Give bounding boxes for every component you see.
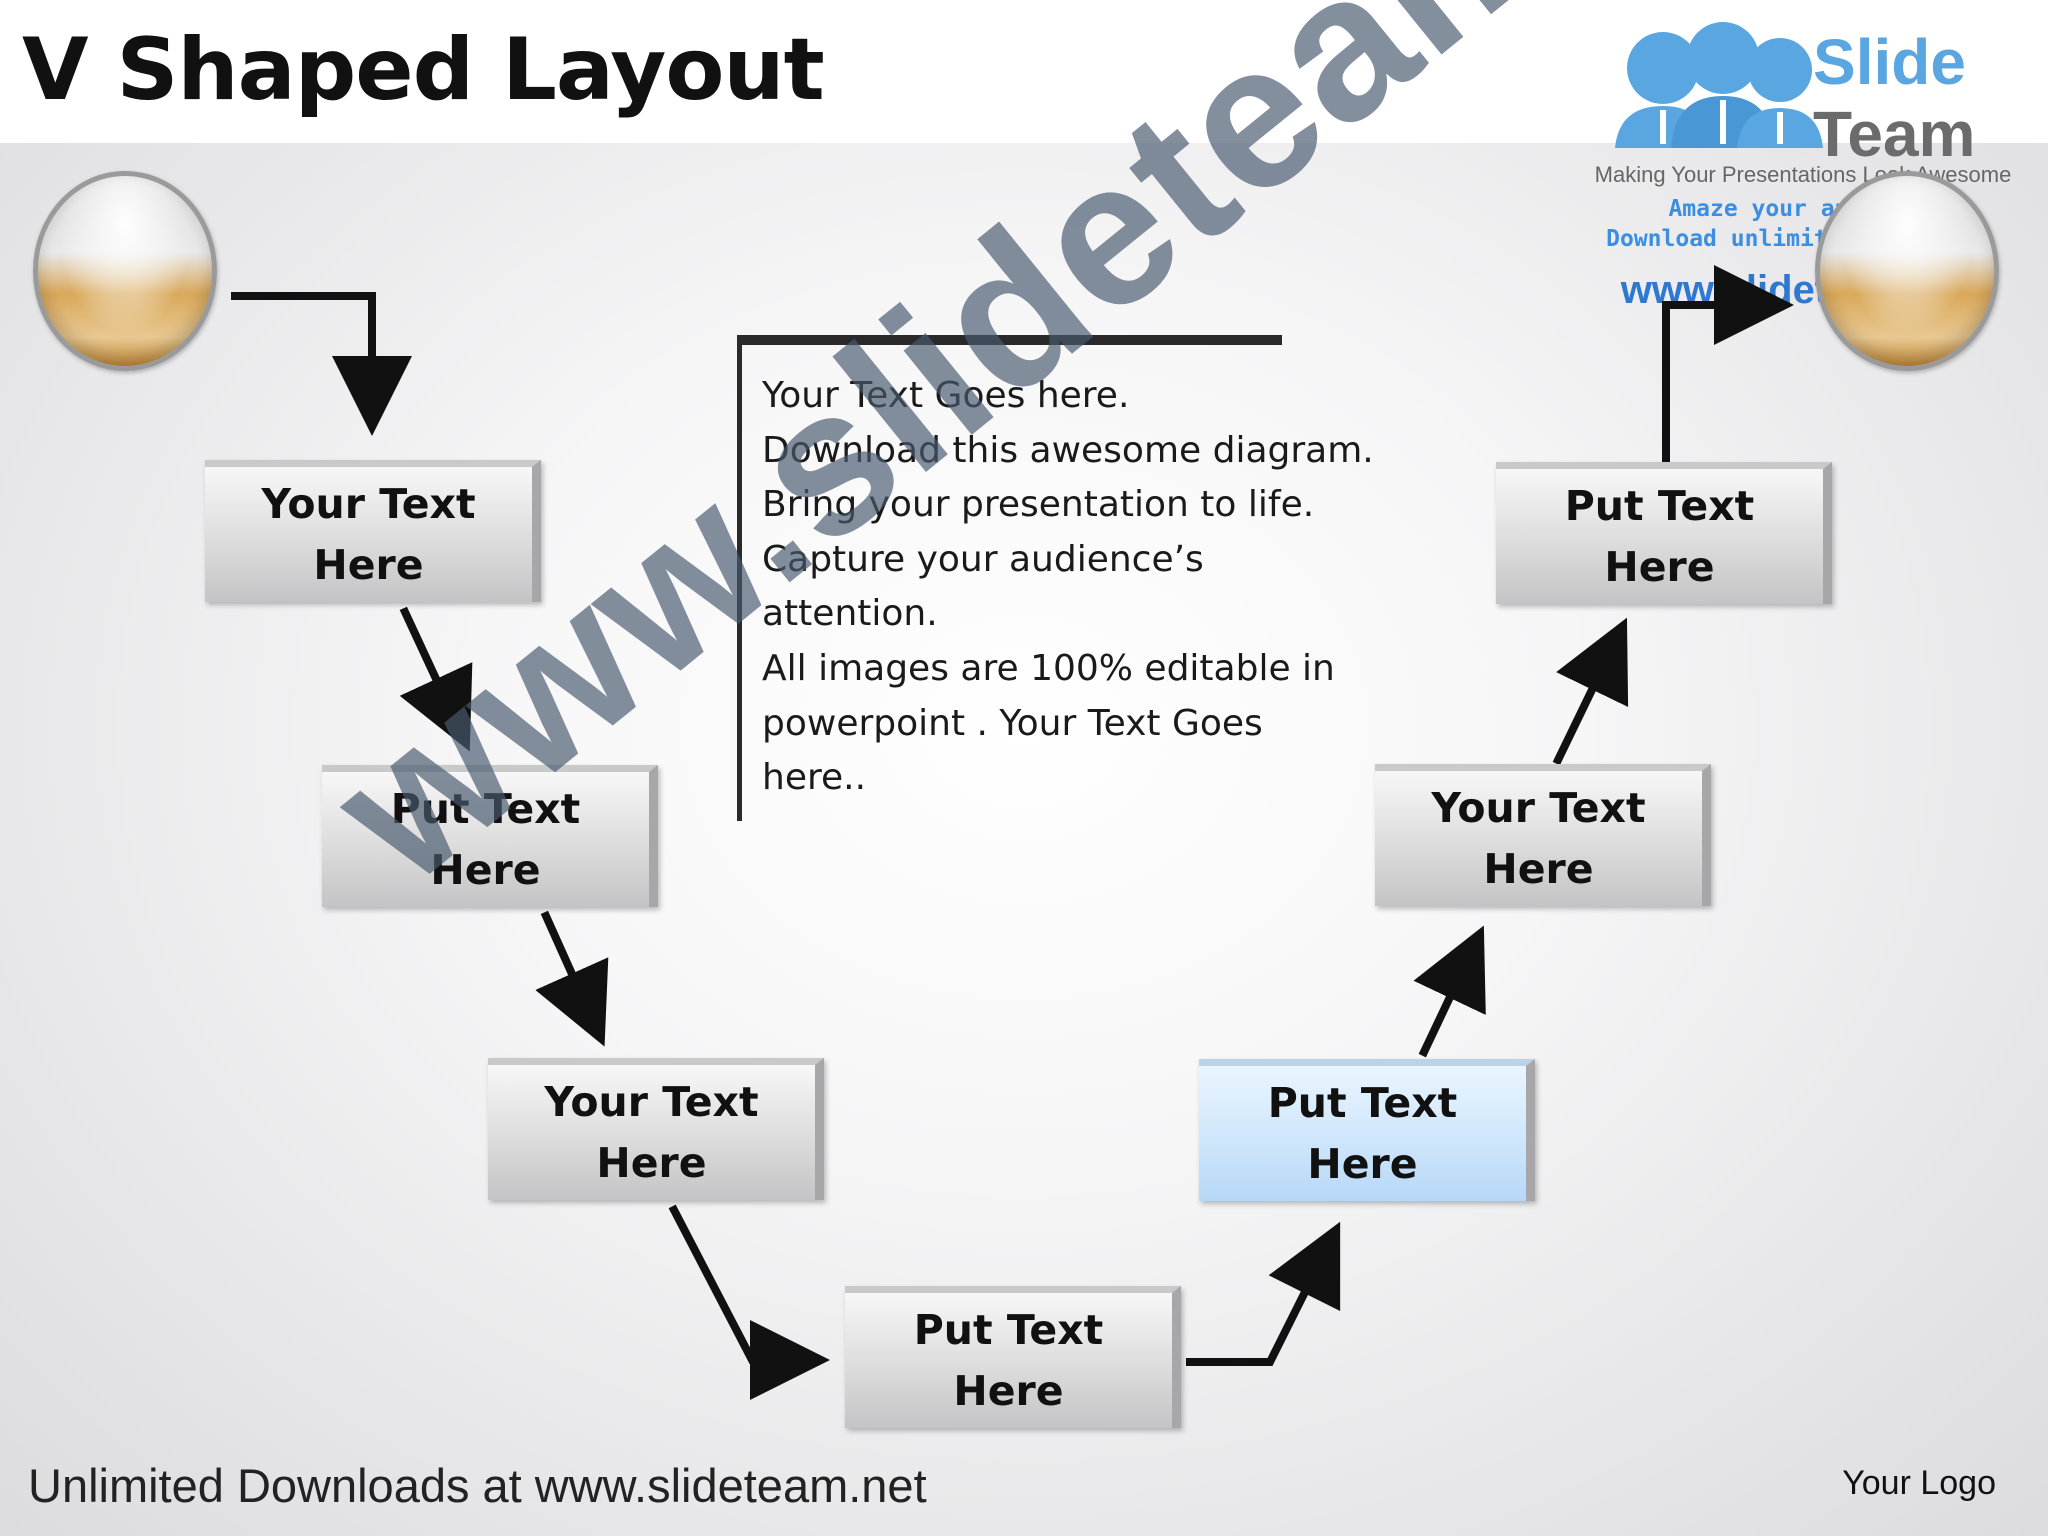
footer-text: Unlimited Downloads at www.slideteam.net: [28, 1459, 927, 1512]
arrow-box3-to-box4: [668, 1204, 830, 1400]
step-box-label: Your Text Here: [544, 1077, 759, 1187]
step-box-label: Put Text Here: [913, 1305, 1104, 1415]
step-box-label: Put Text Here: [1564, 481, 1755, 591]
step-box-label: Put Text Here: [390, 784, 581, 894]
text-line: here..: [762, 757, 867, 799]
arrow-box5-to-box6: [1413, 925, 1486, 1058]
arrow-box4-to-box5: [1186, 1221, 1341, 1366]
step-box-5[interactable]: Put Text Here: [1199, 1059, 1535, 1201]
step-box-1[interactable]: Your Text Here: [205, 460, 541, 602]
start-sphere: [33, 171, 217, 371]
step-box-label: Put Text Here: [1267, 1078, 1458, 1188]
description-text-block: Your Text Goes here. Download this aweso…: [737, 335, 1374, 821]
step-box-label: Your Text Here: [261, 479, 476, 589]
step-box-label: Your Text Here: [1431, 783, 1646, 893]
text-line: attention.: [762, 593, 938, 635]
arrow-start-to-box1: [231, 292, 412, 436]
text-line: Bring your presentation to life.: [762, 484, 1315, 526]
step-box-2[interactable]: Put Text Here: [322, 765, 658, 907]
step-box-3[interactable]: Your Text Here: [488, 1058, 824, 1200]
arrow-box6-to-box7: [1552, 617, 1629, 766]
logo-placeholder: Your Logo: [1842, 1464, 1996, 1502]
brand-name-team: Team: [1813, 98, 1976, 170]
arrow-box7-to-end: [1662, 265, 1794, 464]
step-box-6[interactable]: Your Text Here: [1375, 764, 1711, 906]
people-icon: [1615, 22, 1823, 148]
arrow-box1-to-box2: [399, 606, 473, 752]
text-line: Capture your audience’s: [762, 538, 1204, 580]
text-line: powerpoint . Your Text Goes: [762, 702, 1263, 744]
slide-title: V Shaped Layout: [22, 20, 825, 120]
end-sphere: [1815, 171, 1999, 371]
text-line: Download this awesome diagram.: [762, 429, 1374, 471]
arrow-box2-to-box3: [535, 910, 609, 1047]
step-box-7[interactable]: Put Text Here: [1496, 462, 1832, 604]
step-box-4[interactable]: Put Text Here: [845, 1286, 1181, 1428]
brand-name-slide: Slide: [1813, 26, 1966, 98]
text-line: All images are 100% editable in: [762, 647, 1335, 689]
text-line: Your Text Goes here.: [762, 375, 1130, 416]
